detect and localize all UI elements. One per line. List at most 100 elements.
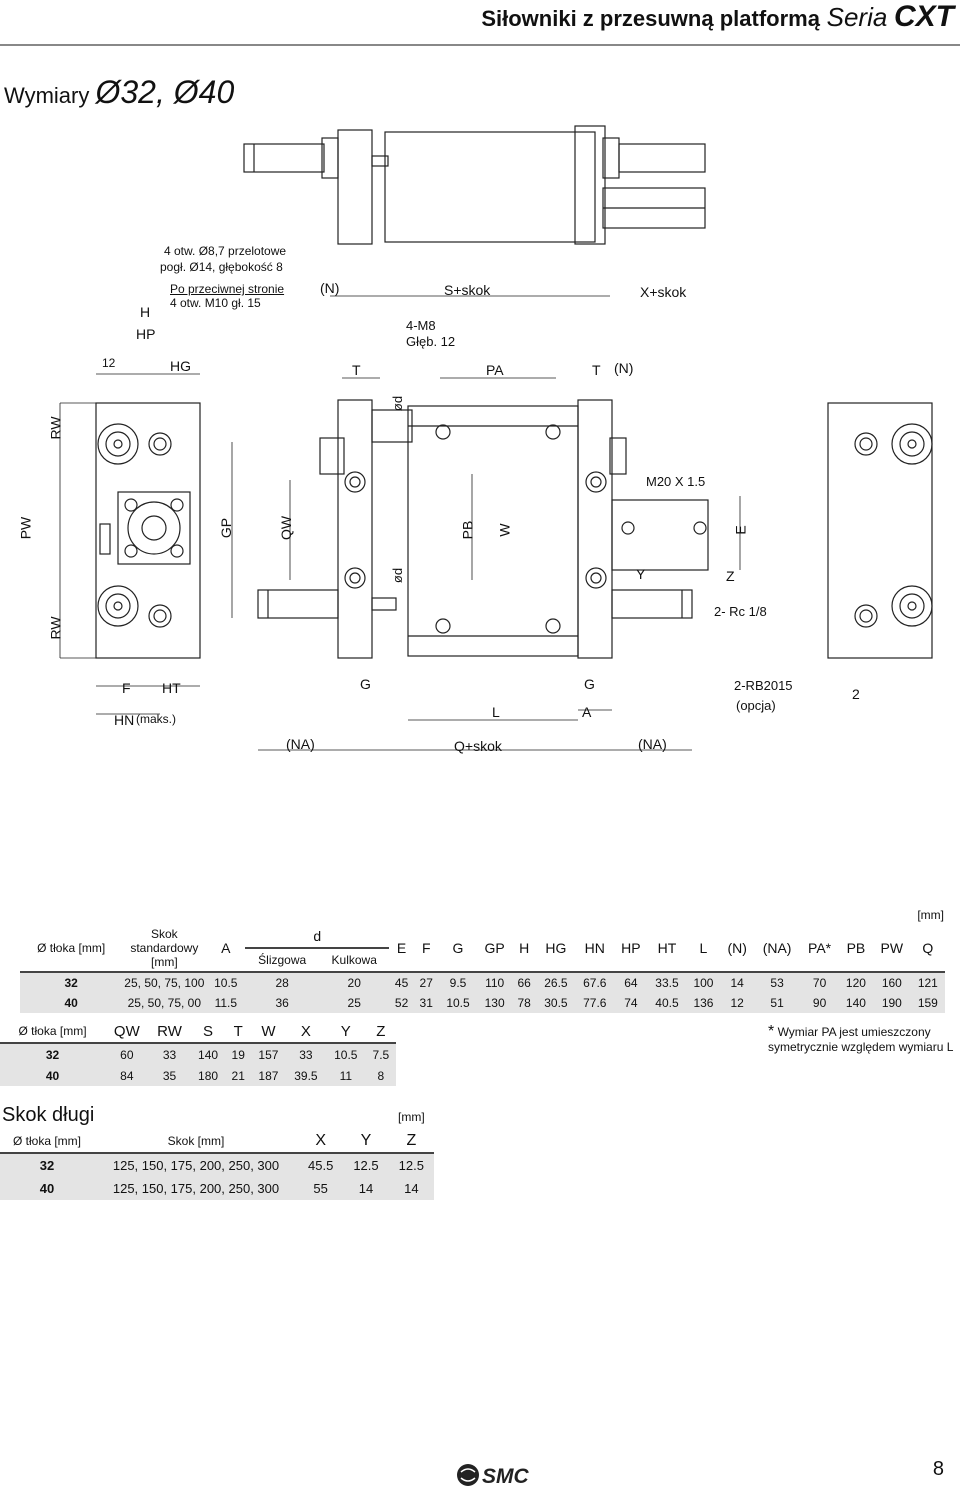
dim-label-GP: GP xyxy=(218,517,235,539)
note-opposite-side-2: 4 otw. M10 gł. 15 xyxy=(170,296,261,310)
col-d-ball: Kulkowa xyxy=(331,953,377,967)
header-title-text: Siłowniki z przesuwną platformą xyxy=(481,6,820,31)
cell-Y: 11 xyxy=(339,1068,353,1083)
col-PB: PB xyxy=(846,940,866,956)
cell-G: 10.5 xyxy=(446,996,470,1010)
table-row: 40 25, 50, 75, 00 11.5 36 25 52 31 10.5 … xyxy=(20,993,945,1013)
dim-label-PW: PW xyxy=(17,516,34,540)
col-Q: Q xyxy=(922,940,934,956)
header-series-label: Seria xyxy=(826,2,888,32)
cell-QW: 84 xyxy=(120,1068,134,1083)
cell-H: 78 xyxy=(517,996,531,1010)
cell-HN: 67.6 xyxy=(583,976,607,990)
smc-logo-text: SMC xyxy=(482,1465,530,1488)
note-opposite-side-1: Po przeciwnej stronie xyxy=(170,282,285,296)
dim-label-2: 2 xyxy=(852,686,860,702)
col-L: L xyxy=(699,940,708,956)
dim-label-F: F xyxy=(122,680,131,696)
smc-logo-icon: SMC xyxy=(457,1464,530,1488)
table-row: 32 25, 50, 75, 100 10.5 28 20 45 27 9.5 … xyxy=(20,972,945,993)
col-Z: Z xyxy=(376,1022,386,1040)
col-stroke: Skok [mm] xyxy=(167,1134,225,1148)
col-PW: PW xyxy=(880,940,904,956)
col-X: X xyxy=(300,1022,311,1040)
col-X: X xyxy=(315,1132,326,1149)
col-GP: GP xyxy=(484,940,505,956)
table-row: 32 125, 150, 175, 200, 250, 300 45.5 12.… xyxy=(0,1153,434,1177)
col-G: G xyxy=(452,940,464,956)
cell-X: 45.5 xyxy=(308,1158,334,1173)
section-title-prefix: Wymiary xyxy=(4,83,90,108)
cell-T: 19 xyxy=(231,1047,245,1062)
header-series-name: CXT xyxy=(894,0,954,33)
cell-HN: 77.6 xyxy=(583,996,607,1010)
col-S: S xyxy=(203,1022,214,1040)
dim-label-12: 12 xyxy=(102,356,116,370)
col-W: W xyxy=(261,1022,276,1040)
dim-label-optional: (opcja) xyxy=(736,698,776,713)
cell-stroke: 125, 150, 175, 200, 250, 300 xyxy=(112,1181,280,1196)
cell-F: 27 xyxy=(419,976,433,990)
cell-X: 55 xyxy=(313,1181,328,1196)
cell-bore: 40 xyxy=(45,1068,60,1083)
cell-A: 11.5 xyxy=(214,996,238,1010)
cell-E: 45 xyxy=(394,976,409,990)
cell-Y: 14 xyxy=(358,1181,374,1196)
dim-label-NA-right: (NA) xyxy=(638,736,667,752)
dimension-lines xyxy=(59,295,741,751)
dim-label-L: L xyxy=(492,704,500,720)
page-number: 8 xyxy=(932,1458,944,1480)
cell-RW: 33 xyxy=(162,1047,177,1062)
cell-bore: 40 xyxy=(64,996,78,1010)
cell-PB: 120 xyxy=(845,976,866,990)
cell-RW: 35 xyxy=(162,1068,177,1083)
cell-HG: 30.5 xyxy=(544,996,568,1010)
note-holes-through-2: pogł. Ø14, głębokość 8 xyxy=(160,260,283,274)
dim-label-E: E xyxy=(732,525,749,535)
cell-G: 9.5 xyxy=(449,976,467,990)
cell-F: 31 xyxy=(419,996,433,1010)
dim-label-HT: HT xyxy=(162,680,181,696)
col-d: d xyxy=(313,928,322,944)
long-stroke-unit: [mm] xyxy=(398,1110,425,1124)
cell-bore: 32 xyxy=(39,1158,55,1173)
cell-HT: 40.5 xyxy=(655,996,679,1010)
col-RW: RW xyxy=(157,1022,182,1040)
cell-S: 180 xyxy=(198,1068,219,1083)
note-holes-through-1: 4 otw. Ø8,7 przelotowe xyxy=(164,244,287,258)
dim-label-X-stroke: X+skok xyxy=(640,284,687,300)
cell-S: 140 xyxy=(198,1047,219,1062)
cell-QW: 60 xyxy=(120,1047,134,1062)
table-header-row: Ø tłoka [mm] Skok standardowy [mm] A d E… xyxy=(20,925,945,969)
col-bore: Ø tłoka [mm] xyxy=(37,941,106,955)
table-row: 32 60 33 140 19 157 33 10.5 7.5 xyxy=(0,1043,396,1065)
col-E: E xyxy=(396,940,407,956)
dim-label-HG: HG xyxy=(170,358,191,374)
left-view xyxy=(95,402,201,659)
dim-label-G-left: G xyxy=(360,676,371,692)
cell-H: 66 xyxy=(517,976,531,990)
cell-W: 157 xyxy=(258,1047,279,1062)
cell-bore: 32 xyxy=(45,1047,60,1062)
dim-label-N-top: (N) xyxy=(320,280,340,296)
cell-N: 14 xyxy=(730,976,744,990)
dim-label-W: W xyxy=(496,523,513,537)
cell-bore: 32 xyxy=(64,976,78,990)
cell-X: 33 xyxy=(299,1047,313,1062)
cell-Z: 14 xyxy=(404,1181,419,1196)
footnote-star: * xyxy=(768,1023,775,1040)
dim-label-PB: PB xyxy=(459,520,476,540)
dim-label-PA: PA xyxy=(486,362,504,378)
dim-label-Z: Z xyxy=(726,568,735,584)
cell-HG: 26.5 xyxy=(544,976,568,990)
table-row: 40 125, 150, 175, 200, 250, 300 55 14 14 xyxy=(0,1177,434,1200)
cell-Z: 8 xyxy=(377,1068,385,1083)
dim-label-M8: 4-M8 xyxy=(406,318,436,333)
cell-NA: 53 xyxy=(770,976,784,990)
section-title-sizes: Ø32, Ø40 xyxy=(95,74,235,110)
top-view xyxy=(243,125,706,245)
col-N: (N) xyxy=(727,940,747,956)
dim-label-Y: Y xyxy=(636,566,646,582)
dim-label-Rc: 2- Rc 1/8 xyxy=(714,604,767,619)
cell-Y: 12.5 xyxy=(353,1158,379,1173)
